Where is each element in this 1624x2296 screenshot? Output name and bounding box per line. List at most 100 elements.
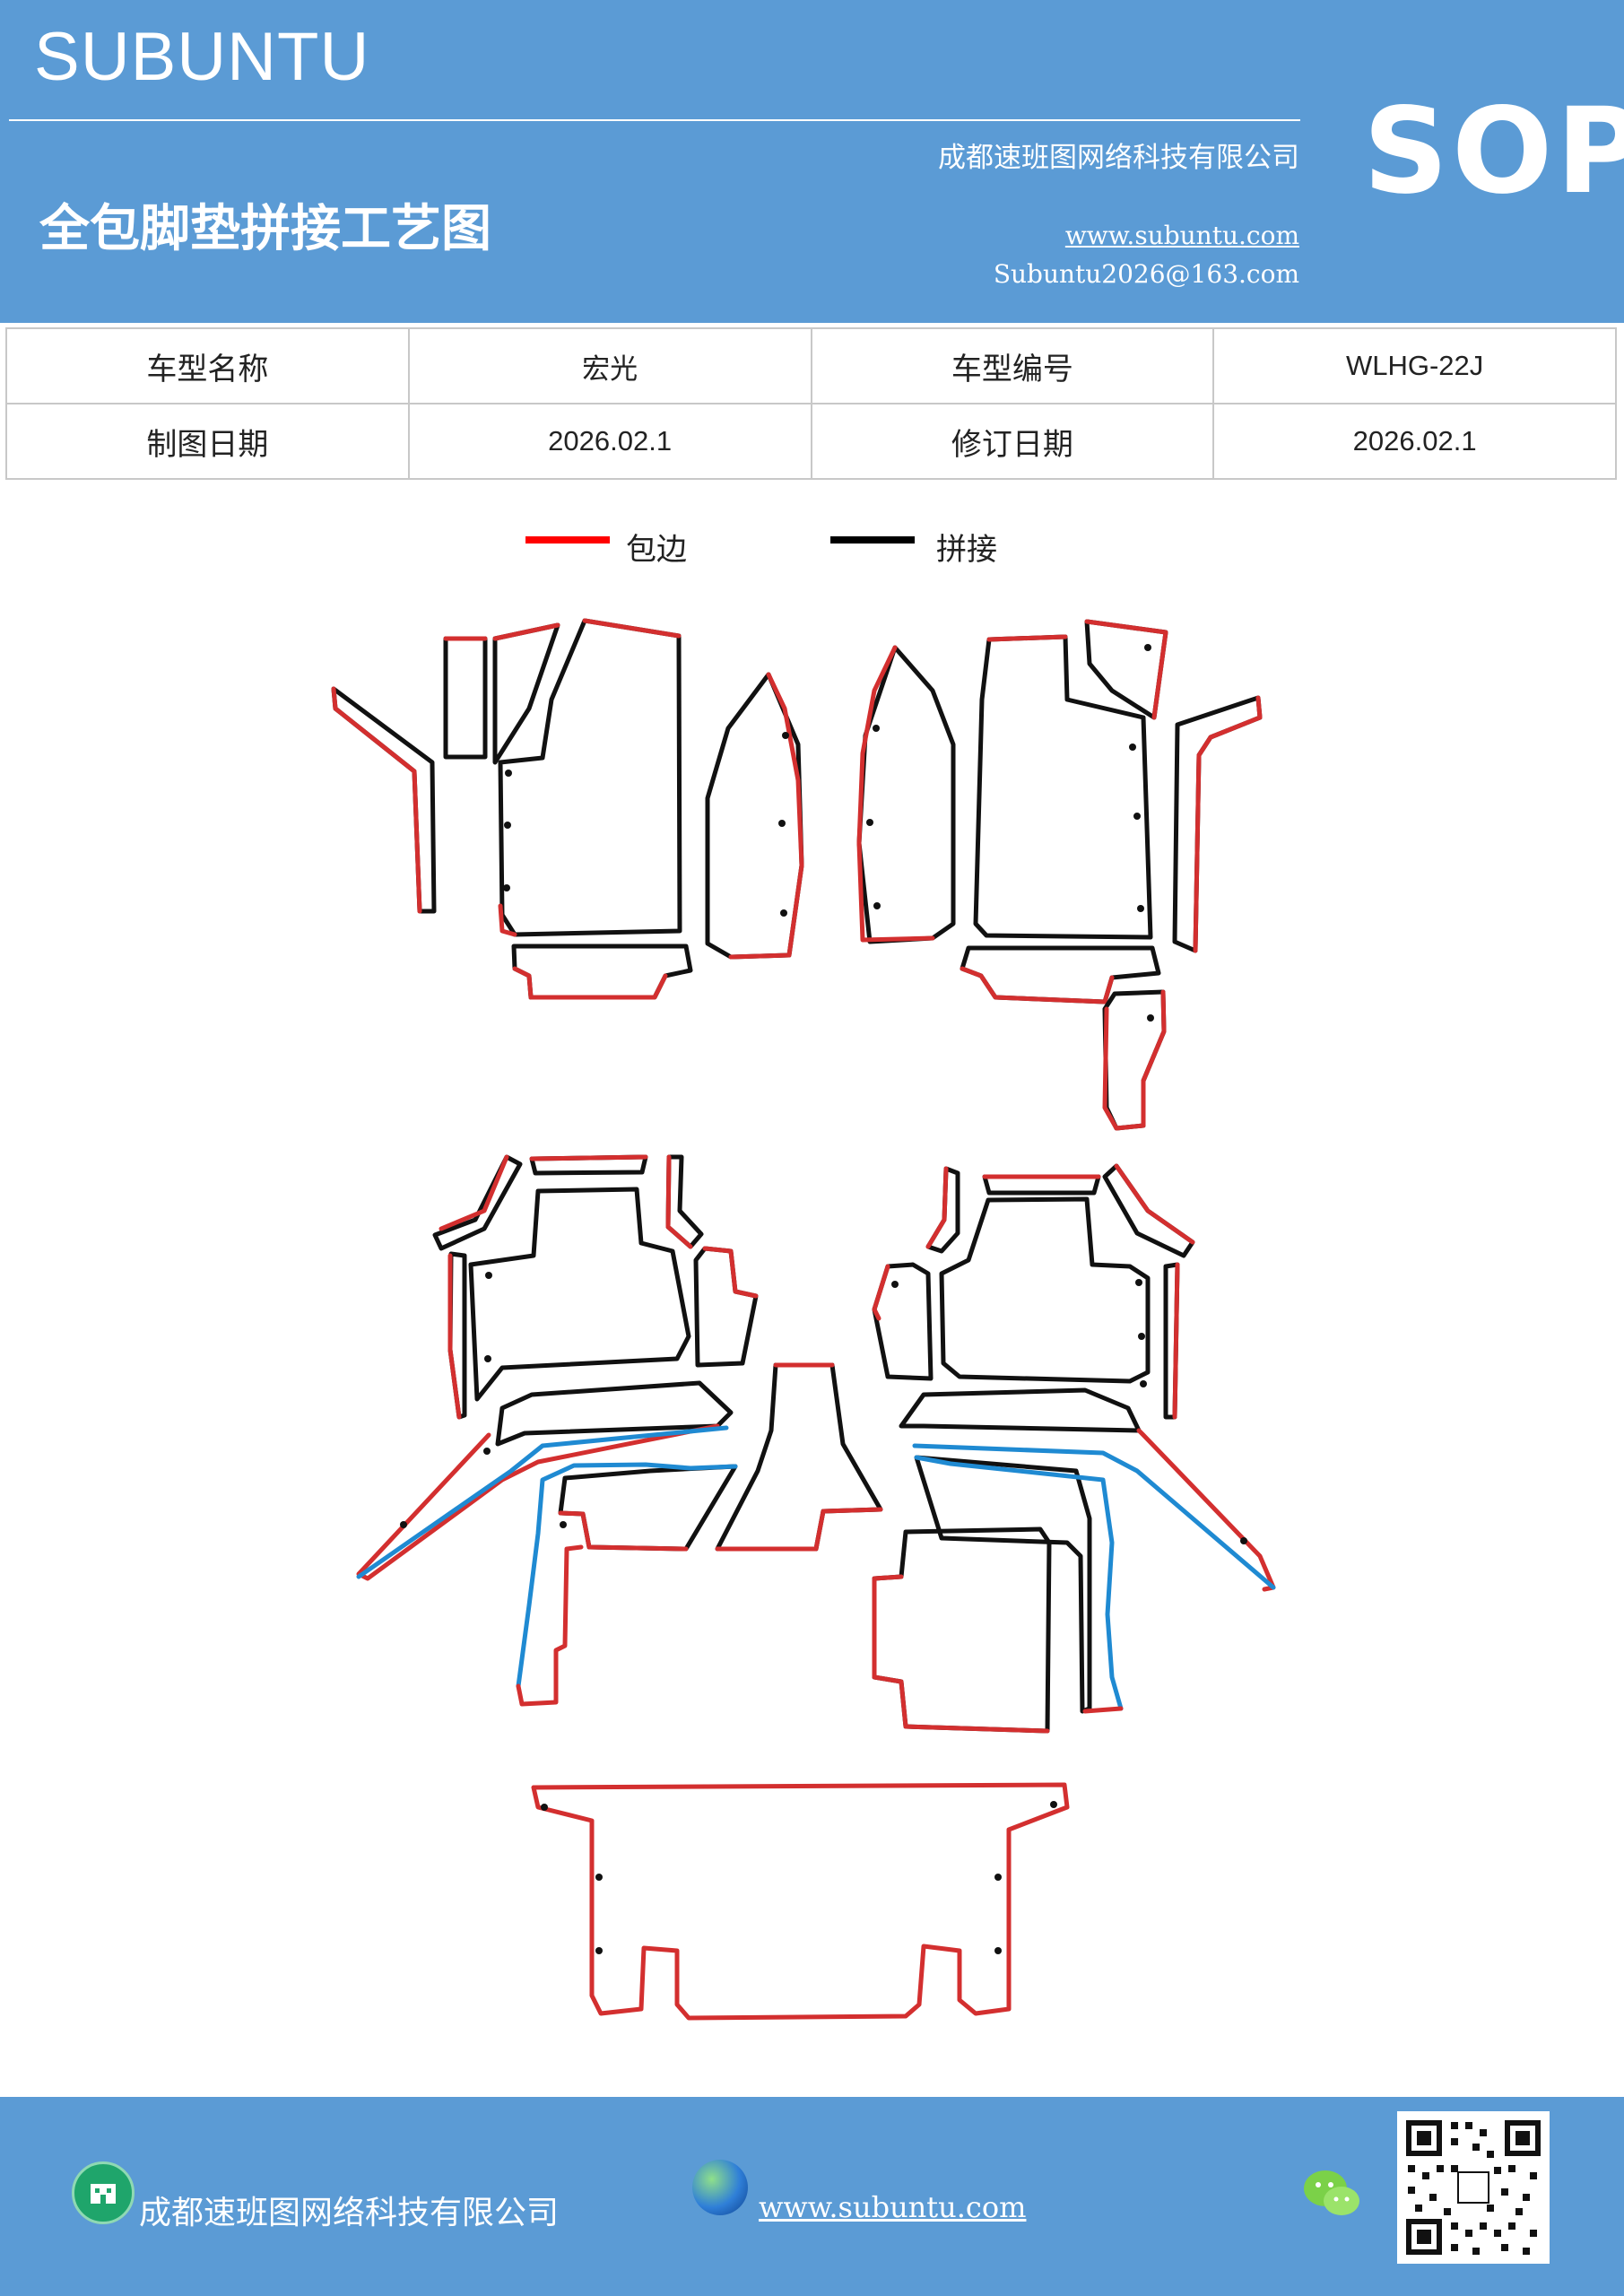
mat-piece-blue [516, 1462, 738, 1689]
vehicle-info-table: 车型名称 宏光 车型编号 WLHG-22J 制图日期 2026.02.1 修订日… [5, 327, 1617, 480]
seam-dot [782, 732, 789, 739]
seam-dot [1133, 813, 1141, 820]
mat-piece [914, 1455, 1092, 1714]
mat-piece-blue [356, 1425, 729, 1579]
mat-piece [939, 1196, 1151, 1384]
seam-dot [505, 770, 512, 777]
seam-dot [1129, 744, 1136, 751]
seam-dot [503, 884, 510, 891]
seam-dot [541, 1804, 548, 1811]
mat-piece-binding [529, 1154, 648, 1161]
mat-piece-binding [331, 686, 422, 914]
seam-dot [484, 1355, 491, 1362]
mat-piece-binding [498, 903, 517, 937]
footer-banner: 成都速班图网络科技有限公司 www.subuntu.com [0, 2097, 1624, 2296]
mat-piece-binding [715, 1507, 883, 1552]
mat-piece-binding [960, 966, 1115, 1004]
table-cell-label: 制图日期 [5, 403, 410, 480]
seam-dot [1240, 1537, 1247, 1544]
qr-code [1397, 2111, 1550, 2264]
mat-piece [495, 1380, 734, 1447]
mat-piece-binding [582, 618, 682, 639]
table-cell-value: 宏光 [407, 327, 812, 404]
middle-left-group [356, 1154, 883, 1707]
mat-piece-binding [1193, 695, 1263, 953]
table-row: 车型名称 宏光 车型编号 WLHG-22J [5, 327, 1617, 404]
wechat-icon[interactable] [1302, 2167, 1361, 2221]
mat-piece [443, 636, 488, 760]
mat-piece-binding [856, 645, 935, 943]
seam-dot [1050, 1801, 1057, 1808]
mat-piece [356, 1423, 720, 1581]
seam-dot [1144, 644, 1151, 651]
header-banner: SUBUNTU 全包脚垫拼接工艺图 成都速班图网络科技有限公司 www.subu… [0, 0, 1624, 323]
table-cell-value: 2026.02.1 [407, 403, 812, 480]
mat-piece-binding [1082, 1706, 1124, 1714]
seam-dot [1137, 905, 1144, 912]
legend-label-binding: 包边 [626, 532, 687, 568]
seam-dot [1147, 1014, 1154, 1022]
mat-piece [492, 622, 560, 765]
footer-website-link[interactable]: www.subuntu.com [759, 2190, 1027, 2224]
mat-piece [432, 1154, 523, 1251]
mat-piece-binding [1172, 1262, 1180, 1420]
seam-dot [994, 1874, 1002, 1881]
header-website-link[interactable]: www.subuntu.com [1064, 221, 1299, 250]
table-cell-label: 修订日期 [810, 403, 1215, 480]
table-cell-value: WLHG-22J [1212, 327, 1617, 404]
seam-dot [560, 1521, 567, 1528]
mat-piece-binding [1114, 1163, 1195, 1245]
seam-dot [1135, 1279, 1142, 1286]
seam-dot [780, 909, 787, 917]
floor-mat-diagram [331, 618, 1276, 2021]
mat-piece-blue [912, 1443, 1276, 1590]
building-icon [72, 2161, 135, 2224]
mat-piece-binding [439, 1154, 509, 1231]
seam-dot [873, 902, 881, 909]
seam-dot [485, 1272, 492, 1279]
front-right-group [856, 619, 1263, 1131]
mat-piece-binding [1136, 1428, 1276, 1592]
seam-dot [504, 822, 511, 829]
seam-dot [1140, 1380, 1147, 1387]
mat-piece-blue [914, 1455, 1124, 1711]
mat-piece-binding [728, 672, 804, 960]
seam-dot [778, 820, 786, 827]
mat-piece [1102, 989, 1167, 1131]
seam-dot [595, 1874, 603, 1881]
table-cell-label: 车型编号 [810, 327, 1215, 404]
mat-piece-binding [1084, 619, 1168, 720]
mat-piece [715, 1362, 883, 1552]
legend: 包边 拼接 [0, 525, 1624, 578]
mat-piece [973, 634, 1153, 940]
header-email: Subuntu2026@163.com [993, 259, 1299, 289]
mat-piece [511, 944, 693, 1000]
table-row: 制图日期 2026.02.1 修订日期 2026.02.1 [5, 403, 1617, 480]
mat-piece-binding [512, 966, 668, 1000]
seam-dot [873, 725, 880, 732]
mat-piece [498, 618, 682, 937]
seam-dot [866, 819, 873, 826]
legend-swatch-seam [830, 536, 915, 544]
mat-piece-binding [516, 1544, 584, 1707]
mat-piece [899, 1387, 1142, 1433]
header-company-name: 成都速班图网络科技有限公司 [938, 142, 1299, 174]
mat-piece-binding [447, 1253, 462, 1420]
mat-piece-binding [1102, 989, 1167, 1131]
sop-badge: SOP [1363, 83, 1624, 221]
legend-swatch-binding [525, 536, 610, 544]
mat-piece-binding [492, 622, 560, 641]
mat-piece-binding [702, 1246, 759, 1299]
seam-dot [595, 1947, 603, 1954]
document-title: 全包脚垫拼接工艺图 [39, 199, 491, 258]
mat-piece-binding [558, 1510, 689, 1552]
mat-piece-binding [872, 1264, 890, 1321]
seam-dot [1138, 1333, 1145, 1340]
mat-piece-binding [986, 634, 1068, 642]
mat-piece-binding [925, 1166, 949, 1249]
seam-dot [483, 1448, 491, 1455]
mat-piece [982, 1174, 1101, 1196]
seam-dot [891, 1281, 899, 1288]
mat-piece [531, 1782, 1070, 2021]
mat-piece-binding [872, 1574, 1050, 1734]
